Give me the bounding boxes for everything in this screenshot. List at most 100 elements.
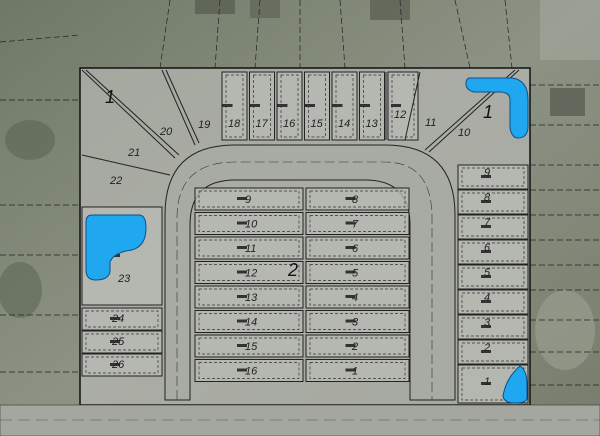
setback-line (198, 215, 300, 232)
lot-number: 2 (483, 342, 490, 354)
block2-lot-10[interactable]: 10 (194, 212, 304, 235)
lot-area-note (481, 275, 491, 278)
setback-line (309, 362, 406, 379)
block1-lot-6[interactable]: 6 (457, 239, 529, 265)
aerial-features (0, 0, 600, 370)
lot-outline (194, 310, 304, 333)
lot-area-note (237, 221, 247, 225)
block1-lot-21-number[interactable]: 21 (127, 147, 140, 159)
setback-line (461, 267, 525, 287)
lot-number: 15 (311, 118, 324, 130)
lot-area-note (345, 246, 356, 249)
block1-lot-20-number[interactable]: 20 (159, 126, 173, 138)
block2-lot-8[interactable]: 8 (305, 187, 410, 211)
lot-area-note (481, 382, 491, 385)
block1-lot-5[interactable]: 5 (457, 264, 529, 290)
lot-number: 11 (245, 243, 256, 255)
block2-lot-14[interactable]: 14 (194, 310, 304, 333)
lot-outline (81, 330, 163, 354)
lot-number: 1 (352, 366, 358, 378)
lot-number: 16 (283, 118, 296, 130)
lot-outline (81, 353, 163, 377)
lot-outline (305, 212, 410, 235)
block2-lot-12[interactable]: 12 (194, 261, 304, 284)
lot-outline (194, 212, 304, 235)
block1-lot-3[interactable]: 3 (457, 314, 529, 340)
setback-line (198, 362, 300, 379)
block2-lot-9[interactable]: 9 (194, 187, 304, 211)
block2-lot-4[interactable]: 4 (305, 285, 410, 309)
lot-number: 7 (352, 219, 359, 231)
lot-number: 4 (484, 292, 490, 304)
block2-lot-3[interactable]: 3 (305, 310, 410, 333)
block1-lot-7[interactable]: 7 (457, 214, 529, 240)
block2-lot-5[interactable]: 5 (305, 261, 410, 284)
lot-outline (457, 214, 529, 240)
block1-lot-24[interactable]: 24 (81, 307, 163, 331)
lot-area-note (237, 319, 247, 323)
main-road (0, 404, 600, 436)
setback-line (461, 192, 525, 212)
lot-number: 14 (245, 317, 257, 329)
block1-lot-4[interactable]: 4 (457, 289, 529, 315)
lot-outline (194, 236, 304, 260)
lot-number: 12 (245, 268, 257, 280)
setback-line (309, 313, 406, 330)
block1-lot-16[interactable]: 16 (276, 71, 303, 141)
block1-lot-2[interactable]: 2 (457, 339, 529, 365)
lot-area-note (237, 344, 247, 347)
block1-lot-12[interactable]: 12 (387, 71, 419, 141)
lot-outline (305, 359, 410, 382)
lot-outline (305, 236, 410, 260)
lot-number: 17 (256, 118, 269, 130)
setback-line (309, 190, 406, 208)
block1-lot-9[interactable]: 9 (457, 164, 529, 190)
block1-lot-10-number[interactable]: 10 (458, 127, 471, 139)
block1-lot-19-number[interactable]: 19 (198, 119, 210, 131)
block2-lot-11[interactable]: 11 (194, 236, 304, 260)
lot-outline (457, 339, 529, 365)
setback-line (309, 239, 406, 257)
lot-area-note (481, 300, 491, 303)
block2-lot-15[interactable]: 15 (194, 334, 304, 358)
lot-number: 10 (245, 219, 258, 231)
lot-area-note (345, 197, 356, 200)
lot-area-note (360, 104, 370, 107)
lot-area-note (250, 104, 260, 107)
lot-outline (81, 307, 163, 331)
block1-lot-17[interactable]: 17 (249, 71, 275, 141)
block2-lot-2[interactable]: 2 (305, 334, 410, 358)
block1-lot-18[interactable]: 18 (221, 71, 248, 141)
setback-line (85, 356, 159, 374)
lot-area-note (391, 104, 401, 107)
block1-lot-15[interactable]: 15 (304, 71, 330, 141)
lot-area-note (481, 225, 491, 228)
block2-lot-7[interactable]: 7 (305, 212, 410, 235)
lot-number: 12 (394, 109, 406, 121)
block2-lot-13[interactable]: 13 (194, 285, 304, 309)
lot-outline (457, 239, 529, 265)
block2-lot-16[interactable]: 16 (194, 359, 304, 382)
lot-number: 23 (117, 273, 131, 285)
block2-lot-6[interactable]: 6 (305, 236, 410, 260)
block1-lot-13[interactable]: 13 (359, 71, 385, 141)
setback-line (461, 342, 525, 362)
lot-number: 7 (484, 217, 491, 229)
lot-number: 3 (352, 317, 359, 329)
block1-lot-22-number[interactable]: 22 (109, 175, 122, 187)
block1-lot-25[interactable]: 25 (81, 330, 163, 354)
block1-lot-11-number[interactable]: 11 (425, 117, 436, 129)
block1-lot-14[interactable]: 14 (331, 71, 358, 141)
lot-area-note (345, 295, 356, 298)
block1-lot-26[interactable]: 26 (81, 353, 163, 377)
lot-outline (457, 164, 529, 190)
lot-number: 15 (245, 341, 258, 353)
block2-lot-1[interactable]: 1 (305, 359, 410, 382)
block-1-label-ne: 1 (483, 102, 493, 122)
setback-line (461, 167, 525, 187)
block1-lot-8[interactable]: 8 (457, 189, 529, 215)
lot-outline (194, 261, 304, 284)
setback-line (198, 264, 300, 281)
